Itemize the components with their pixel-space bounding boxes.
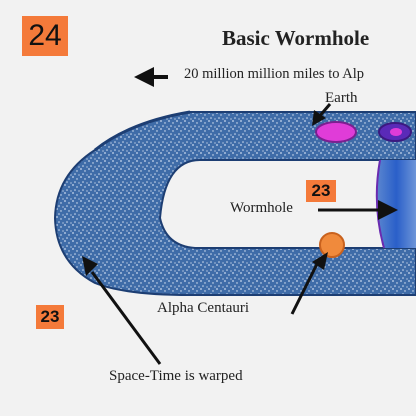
alpha-centauri-label: Alpha Centauri — [157, 300, 250, 316]
spacetime-top-edge — [94, 110, 191, 152]
wormhole-throat — [376, 160, 416, 248]
marker-badge: 23 — [306, 180, 336, 202]
wormhole-label: Wormhole — [230, 200, 293, 216]
slide-number-badge: 24 — [22, 16, 68, 56]
earth-label: Earth — [325, 90, 358, 106]
earth-marker — [315, 121, 357, 143]
distance-label: 20 million million miles to Alp — [184, 66, 365, 82]
spacetime-label: Space-Time is warped — [109, 368, 243, 384]
marker-badge: 23 — [36, 305, 64, 329]
alpha-centauri-marker — [319, 232, 345, 258]
diagram-title: Basic Wormhole — [222, 26, 370, 50]
arrows — [82, 67, 398, 365]
